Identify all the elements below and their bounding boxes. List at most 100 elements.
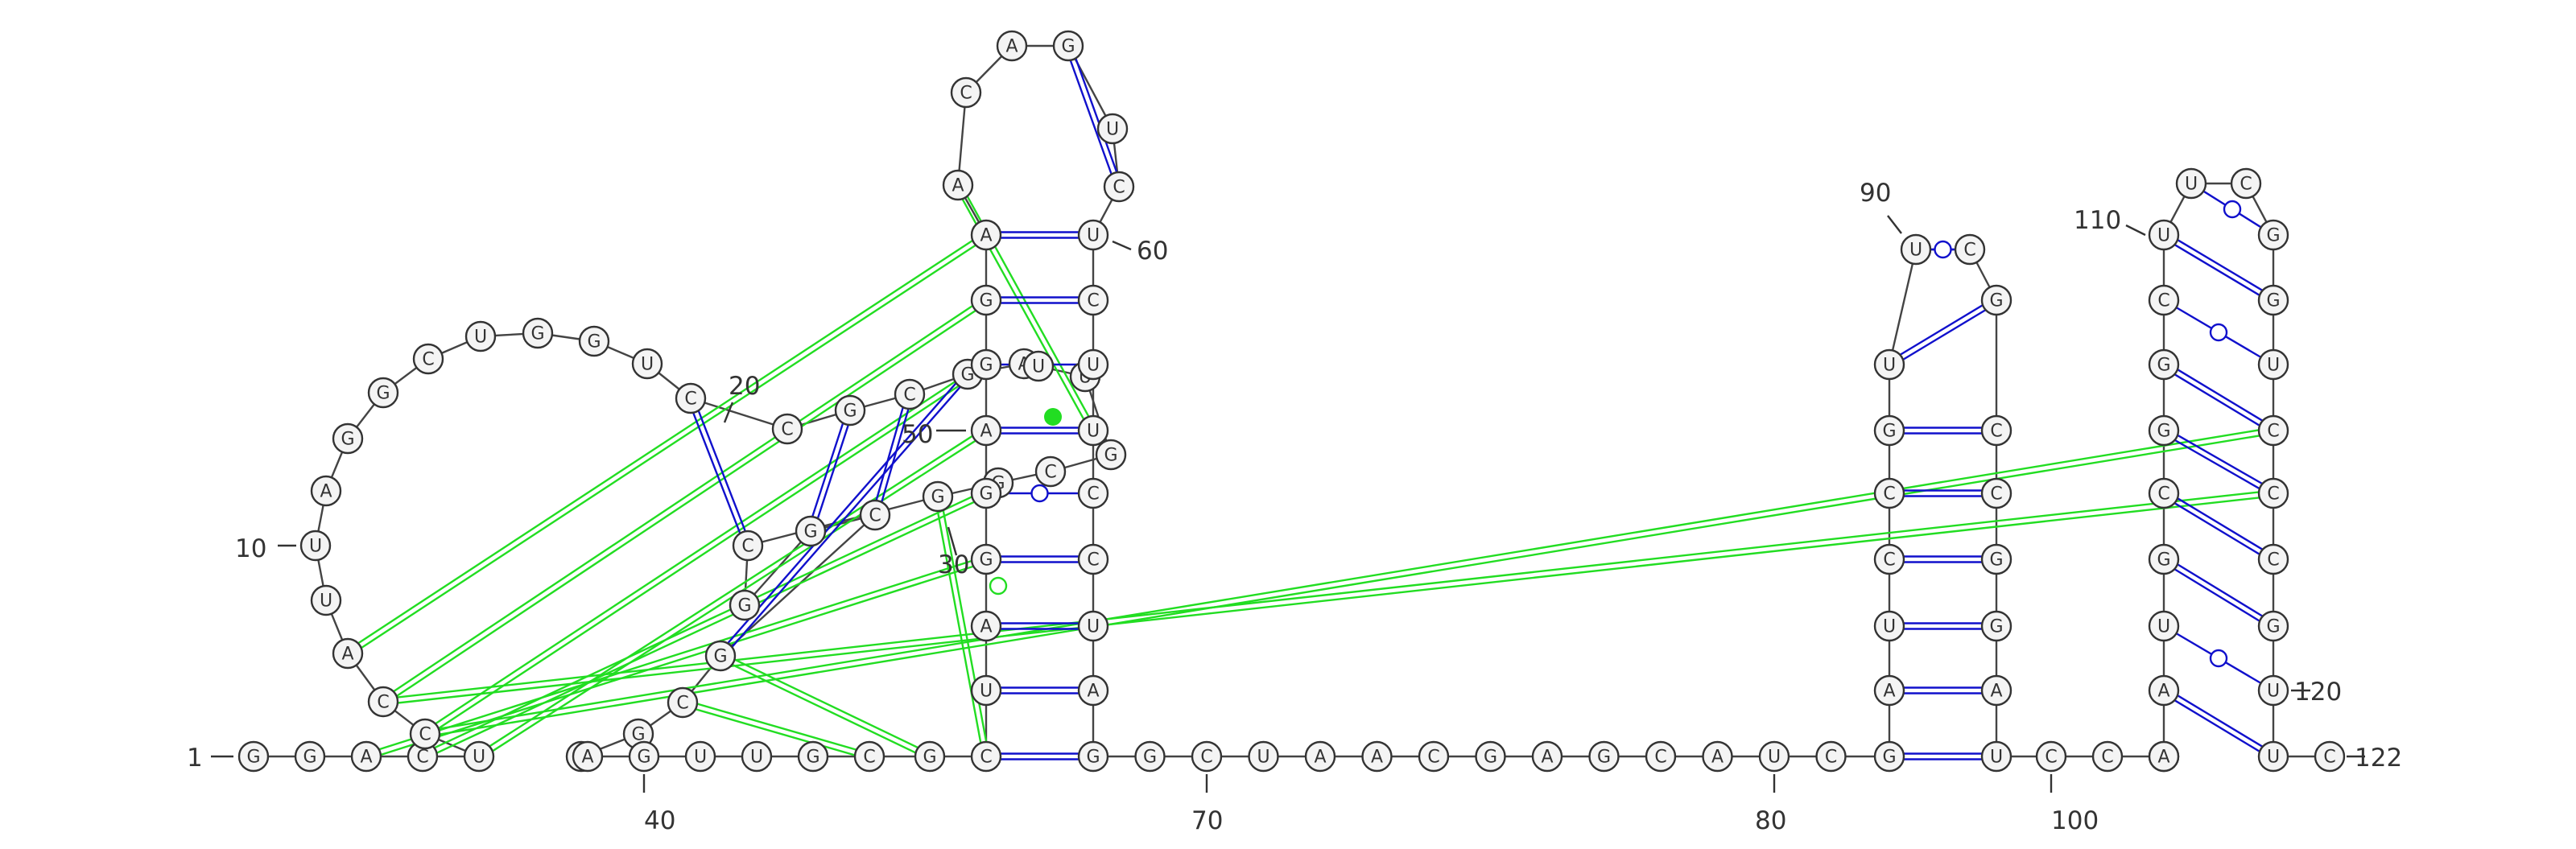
watson-crick-pair-line (2174, 439, 2260, 490)
nucleotide-circle (2257, 740, 2289, 773)
nucleotide-base: C (1087, 484, 1099, 505)
nucleotide: U (463, 740, 495, 773)
nucleotide-base: C (2240, 175, 2252, 195)
nucleotide: G (367, 377, 399, 409)
nucleotide-base: G (931, 488, 944, 508)
backbone-segment (690, 397, 788, 431)
nucleotide: G (1095, 439, 1127, 471)
nucleotide-circle (1980, 543, 2013, 575)
nucleotide: C (2230, 167, 2262, 200)
nucleotide-base: A (320, 482, 332, 502)
nucleotide-circle (628, 740, 660, 773)
nucleotide-base: C (1990, 422, 2002, 442)
position-tick (723, 402, 734, 423)
pseudoknot-link (425, 432, 2274, 738)
backbone-layer (254, 44, 2330, 758)
nucleotide-base: G (303, 748, 316, 768)
nucleotide-base: C (676, 694, 688, 714)
nucleotide-base: A (341, 645, 353, 665)
nucleotide: G (332, 422, 364, 455)
nucleotide: G (1475, 740, 1506, 773)
nucleotide-base: G (637, 748, 650, 768)
nucleotide: A (2148, 740, 2180, 773)
nucleotide: A (350, 740, 382, 773)
nucleotide: U (2257, 674, 2289, 707)
nucleotide-circle (1873, 674, 1905, 707)
pseudoknot-link (366, 561, 988, 760)
nucleotide-circle (310, 584, 342, 616)
nucleotide-base: U (694, 748, 707, 768)
nucleotide-base: U (641, 355, 654, 375)
nucleotide-base: C (1883, 484, 1895, 505)
nucleotide: U (1758, 740, 1790, 773)
nucleotide-circle (1077, 740, 1109, 773)
watson-crick-pair-line (816, 424, 849, 519)
nucleotide-base: C (2045, 748, 2057, 768)
nucleotide: A (310, 475, 342, 507)
nucleotide-base: G (1086, 748, 1100, 768)
nucleotide-circle (1077, 674, 1109, 707)
nucleotide-base: A (1990, 682, 2002, 702)
gu-wobble-marker (2223, 200, 2242, 219)
gu-wobble-marker (2209, 649, 2228, 668)
nucleotide-circle (2148, 348, 2180, 381)
nucleotide-base: U (1087, 617, 1100, 637)
nucleotide-base: A (1005, 37, 1018, 57)
nucleotide-base: G (979, 356, 993, 376)
nucleotide-base: G (2157, 356, 2170, 376)
nucleotide: C (1103, 171, 1135, 203)
nucleotide: U (684, 740, 716, 773)
nucleotide: G (970, 477, 1002, 509)
nucleotide-base: G (1989, 550, 2003, 571)
nucleotide-base: G (979, 291, 993, 311)
nucleotide-circle (367, 377, 399, 409)
watson-crick-pair-line (2177, 239, 2263, 291)
nucleotide-base: C (2267, 484, 2279, 505)
nucleotide-base: U (2185, 175, 2198, 195)
nucleotide-base: U (980, 682, 993, 702)
nucleotide: A (1702, 740, 1733, 773)
nucleotide-base: U (1087, 422, 1100, 442)
nucleotide: C (1191, 740, 1223, 773)
nucleotide-circle (1873, 543, 1905, 575)
nucleotide-base: G (1597, 748, 1611, 768)
nucleotide-circle (2257, 284, 2289, 316)
nucleotide-base: G (2266, 291, 2280, 311)
nucleotide-base: G (341, 430, 354, 450)
nucleotide-circle (1873, 348, 1905, 381)
watson-crick-pair-line (1902, 309, 1986, 361)
watson-crick-pair-line (2177, 694, 2264, 748)
nucleotide-circle (1980, 674, 2013, 707)
nucleotide-base: C (1825, 748, 1837, 768)
nucleotide-circle (732, 530, 764, 562)
nucleotide-circle (970, 284, 1002, 316)
nucleotide-circle (1980, 284, 2013, 316)
nucleotide: C (1873, 477, 1905, 509)
nucleotide-circle (1248, 740, 1279, 773)
nucleotide-base: G (1061, 37, 1075, 57)
nucleotide-circle (2148, 543, 2180, 575)
nucleotide-base: C (2323, 748, 2335, 768)
nucleotide-base: U (1087, 356, 1100, 376)
nucleotide-base: G (1989, 617, 2003, 637)
gu-wobble-marker (1030, 484, 1049, 503)
nucleotide-circle (1475, 740, 1506, 773)
nucleotide-base: C (1087, 550, 1099, 571)
nucleotide: C (367, 686, 399, 718)
watson-crick-pair-line (875, 407, 904, 501)
nucleotide-circle (684, 740, 716, 773)
nucleotide-base: U (750, 748, 763, 768)
watson-crick-pair-line (697, 410, 746, 532)
nucleotide-base: A (1883, 682, 1895, 702)
nucleotide-circle (970, 674, 1002, 707)
nucleotide-circle (2148, 610, 2180, 642)
pseudoknot-link (421, 489, 986, 755)
watson-crick-pair-line (692, 412, 741, 534)
nucleotide-circle (1873, 414, 1905, 447)
nucleotide: G (578, 325, 610, 357)
pseudoknot-link (345, 232, 985, 653)
nucleotide-base: C (2101, 748, 2113, 768)
nucleotide-circle (2230, 167, 2262, 200)
